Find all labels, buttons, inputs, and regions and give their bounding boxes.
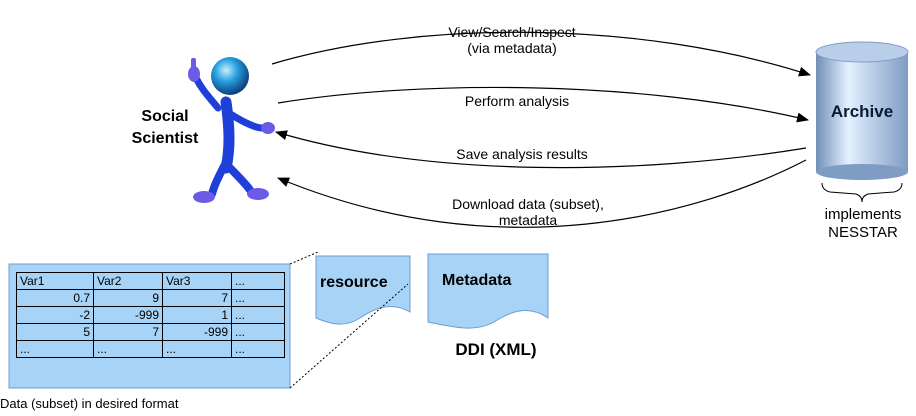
arrow-view-search bbox=[271, 31, 811, 77]
implements-line2: NESSTAR bbox=[828, 224, 898, 241]
table-cell: -999 bbox=[162, 323, 232, 341]
table-cell: 7 bbox=[93, 323, 163, 341]
arrow-label-download: Download data (subset), metadata bbox=[438, 196, 618, 228]
table-row: -2 -999 1 ... bbox=[16, 306, 285, 324]
table-cell: 9 bbox=[93, 289, 163, 307]
implements-line1: implements bbox=[824, 206, 902, 223]
ddi-xml-label: DDI (XML) bbox=[455, 340, 537, 359]
table-cell: 7 bbox=[162, 289, 232, 307]
resource-document bbox=[315, 255, 411, 325]
archive-cylinder bbox=[815, 41, 909, 180]
resource-label: resource bbox=[320, 274, 388, 291]
arrow-label-line: (via metadata) bbox=[467, 40, 557, 56]
archive-implements-label: implements NESSTAR bbox=[810, 206, 916, 242]
arrow-label-line: Download data (subset), bbox=[452, 196, 604, 212]
table-cell: ... bbox=[16, 340, 94, 358]
social-scientist-figure bbox=[188, 57, 275, 203]
table-cell: ... bbox=[231, 340, 285, 358]
table-cell: 1 bbox=[162, 306, 232, 324]
table-header-row: Var1 Var2 Var3 ... bbox=[16, 272, 285, 290]
archive-label: Archive bbox=[830, 102, 894, 121]
table-row: ... ... ... ... bbox=[16, 340, 285, 358]
arrow-label-save-results: Save analysis results bbox=[432, 146, 612, 162]
table-cell: 5 bbox=[16, 323, 94, 341]
table-cell: ... bbox=[93, 340, 163, 358]
table-cell: ... bbox=[162, 340, 232, 358]
projection-line-top bbox=[289, 251, 319, 265]
table-caption: Data (subset) in desired format bbox=[0, 396, 179, 411]
table-cell: -2 bbox=[16, 306, 94, 324]
table-row: 5 7 -999 ... bbox=[16, 323, 285, 341]
table-header-cell: Var3 bbox=[162, 272, 232, 290]
table-cell: 0.7 bbox=[16, 289, 94, 307]
arrow-label-view-search: View/Search/Inspect (via metadata) bbox=[432, 24, 592, 56]
table-header-cell: ... bbox=[231, 272, 285, 290]
arrow-save-results bbox=[275, 130, 807, 169]
table-row: 0.7 9 7 ... bbox=[16, 289, 285, 307]
metadata-label: Metadata bbox=[442, 272, 512, 289]
arrow-label-line: Perform analysis bbox=[464, 93, 570, 109]
actor-label: Social Scientist bbox=[110, 106, 220, 150]
table-cell: ... bbox=[231, 323, 285, 341]
arrow-download bbox=[277, 159, 807, 228]
data-table: Var1 Var2 Var3 ... 0.7 9 7 ... -2 -999 1… bbox=[16, 272, 285, 358]
table-header-cell: Var1 bbox=[16, 272, 94, 290]
arrow-perform-analysis bbox=[277, 86, 809, 123]
arrow-label-line: Save analysis results bbox=[456, 146, 588, 162]
actor-label-line1: Social bbox=[141, 108, 189, 125]
arrow-label-line: metadata bbox=[498, 212, 558, 228]
metadata-document bbox=[427, 253, 549, 329]
table-cell: ... bbox=[231, 306, 285, 324]
table-cell: -999 bbox=[93, 306, 163, 324]
arrow-label-line: View/Search/Inspect bbox=[448, 24, 576, 40]
archive-brace bbox=[821, 182, 903, 203]
table-header-cell: Var2 bbox=[93, 272, 163, 290]
arrow-label-perform-analysis: Perform analysis bbox=[452, 93, 582, 109]
actor-label-line2: Scientist bbox=[131, 130, 199, 147]
table-cell: ... bbox=[231, 289, 285, 307]
